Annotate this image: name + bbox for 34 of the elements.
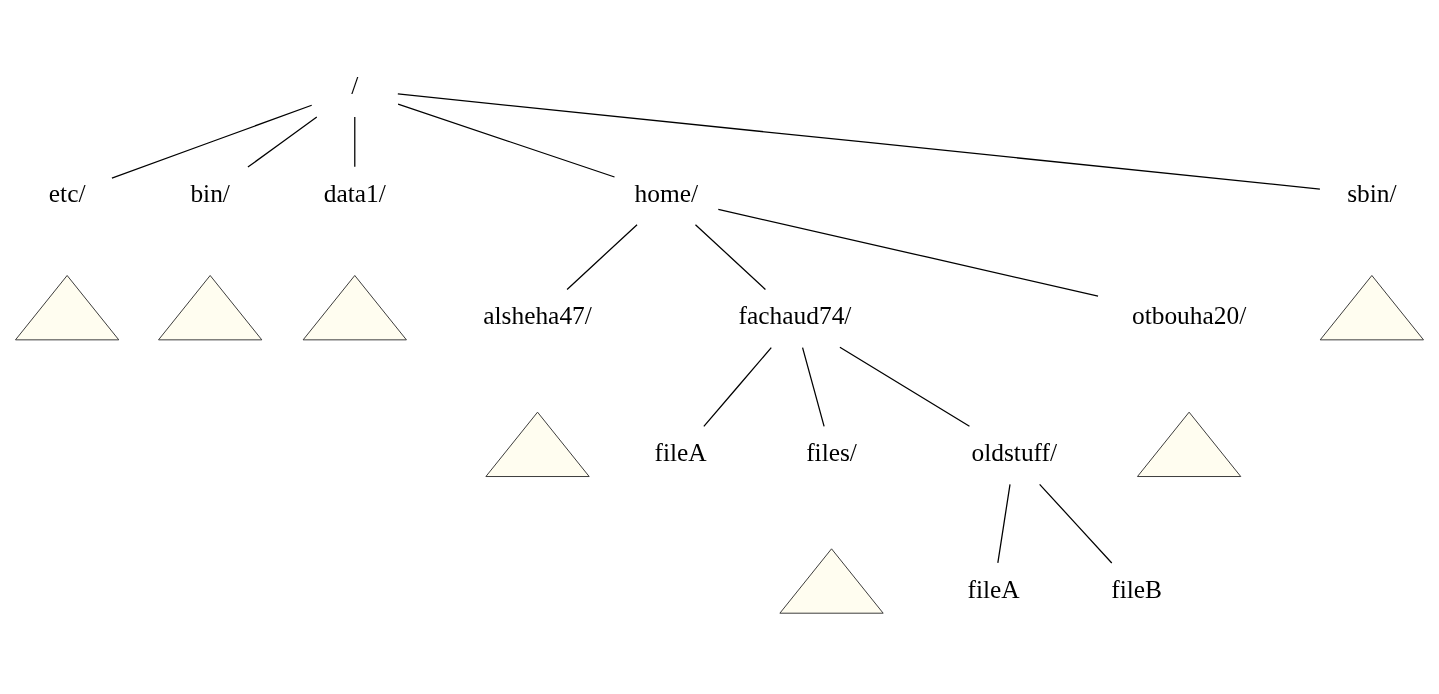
node-text: files/: [806, 438, 857, 467]
node-text: fileB: [1111, 574, 1163, 603]
node-text: bin/: [190, 179, 230, 208]
node-text: home/: [634, 179, 699, 208]
node-triangle: [158, 275, 263, 341]
connector: [801, 347, 825, 427]
node-triangle: [1319, 275, 1424, 341]
connector: [717, 208, 1099, 297]
node-text: otbouha20/: [1131, 301, 1247, 330]
connector: [397, 93, 1321, 190]
connector: [1039, 483, 1113, 564]
node-text: /: [351, 71, 359, 99]
node-text: oldstuff/: [971, 438, 1058, 467]
node-text: alsheha47/: [483, 301, 592, 330]
connector: [694, 224, 767, 291]
node-text: fileA: [967, 574, 1020, 603]
node-triangle: [15, 275, 120, 341]
node-triangle: [302, 275, 407, 341]
node-triangle: [485, 411, 590, 477]
node-text: sbin/: [1347, 179, 1397, 208]
node-triangle: [779, 548, 884, 614]
connector: [703, 347, 772, 427]
connector: [997, 483, 1011, 564]
connector: [354, 116, 356, 168]
connector: [566, 224, 638, 291]
connector: [111, 104, 313, 179]
node-text: fachaud74/: [738, 301, 852, 330]
connector: [247, 116, 318, 168]
connector: [839, 346, 971, 427]
node-text: fileA: [654, 438, 707, 467]
node-text: data1/: [323, 179, 386, 208]
node-text: etc/: [48, 179, 86, 208]
node-triangle: [1137, 411, 1242, 477]
connector: [397, 103, 616, 178]
